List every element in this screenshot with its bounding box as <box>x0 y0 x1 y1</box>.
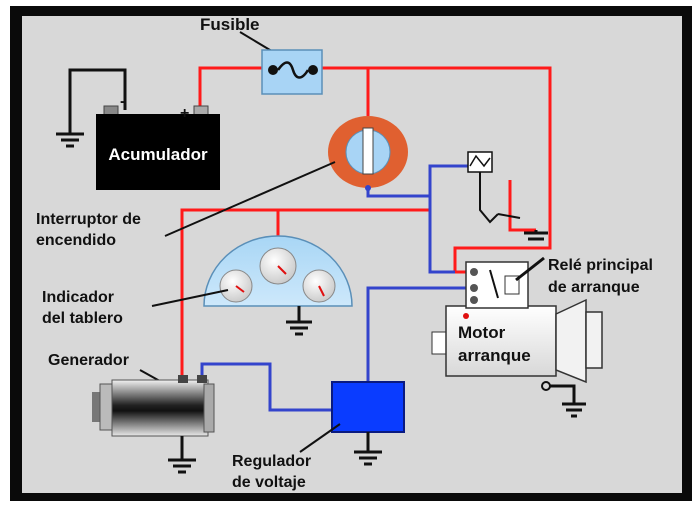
battery-label: Acumulador <box>108 145 208 164</box>
fuse-label: Fusible <box>200 15 260 34</box>
ground-symbol-icon <box>168 436 196 474</box>
ignition-label-line2: encendido <box>36 232 116 249</box>
ignition-switch <box>328 116 408 191</box>
voltage-regulator <box>331 381 405 433</box>
generator <box>92 375 215 437</box>
regulator-label-line2: de voltaje <box>232 474 306 491</box>
ignition-pointer <box>164 161 336 237</box>
signal-wires <box>200 164 480 412</box>
gauge-icon <box>219 269 253 303</box>
dashboard-pointer <box>151 289 229 307</box>
motor-label-line1: Motor <box>458 323 506 342</box>
regulator-pointer <box>299 423 341 453</box>
ground-symbol-icon <box>56 132 84 148</box>
ignition-label-line1: Interruptor de <box>36 211 141 228</box>
battery-positive-sign: + <box>180 105 189 122</box>
switch-icon <box>467 151 521 224</box>
positive-wires <box>180 66 552 380</box>
battery-body <box>96 114 220 190</box>
dashboard-label-line2: del tablero <box>42 310 123 327</box>
starter-motor: Motor arranque <box>431 298 603 384</box>
regulator-label-line1: Regulador <box>232 453 311 470</box>
relay-label-line1: Relé principal <box>548 257 653 274</box>
ground-symbol-icon <box>354 432 382 466</box>
dashboard-label-line1: Indicador <box>42 289 114 306</box>
fuse: Fusible <box>200 15 323 95</box>
motor-label-line2: arranque <box>458 346 531 365</box>
battery: Acumulador - + <box>68 68 220 190</box>
ground-symbol-icon <box>286 306 312 336</box>
generator-body <box>111 379 209 437</box>
dashboard-gauges <box>203 235 353 307</box>
relay-pointer <box>515 256 545 282</box>
gauge-icon <box>259 247 297 285</box>
generator-label: Generador <box>48 352 129 369</box>
gauge-icon <box>302 269 336 303</box>
battery-negative-sign: - <box>120 93 125 110</box>
ground-symbol-icon <box>524 230 548 241</box>
relay-label-line2: de arranque <box>548 279 640 296</box>
regulator-body <box>331 381 405 433</box>
starter-relay <box>463 261 529 319</box>
ground-symbol-icon <box>541 381 586 418</box>
